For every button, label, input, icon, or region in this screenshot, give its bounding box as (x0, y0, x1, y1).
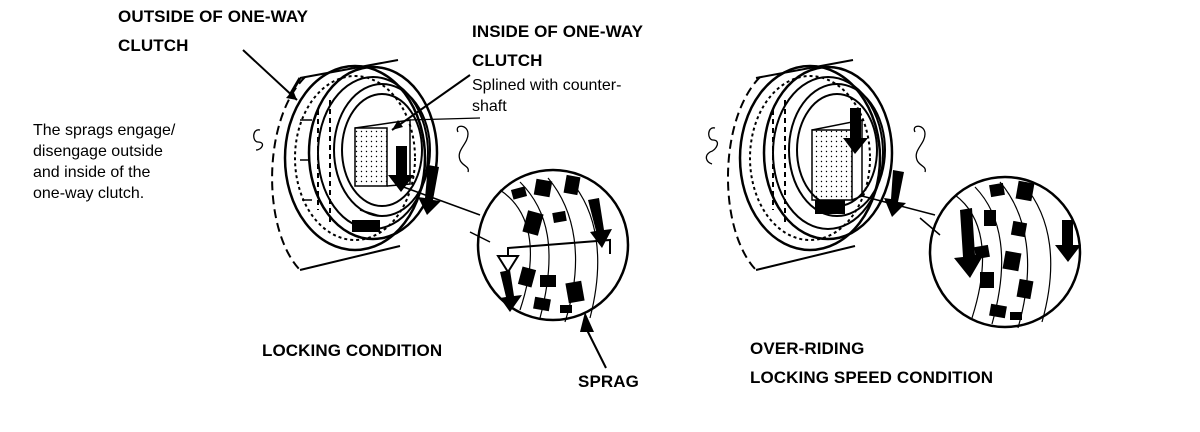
one-way-clutch-overriding (727, 59, 936, 271)
leader-line (586, 329, 607, 369)
label-outside-of-one-way-clutch: OUTSIDE OF ONE-WAY CLUTCH (118, 7, 309, 55)
label-sprags-note: The sprags engage/ disengage outside and… (33, 122, 176, 202)
label-splined-with-countershaft: Splined with counter- shaft (472, 77, 622, 115)
sprag-detail-overriding (928, 175, 1082, 329)
rotation-symbol-icon (705, 127, 719, 165)
leader-line (391, 74, 471, 131)
one-way-clutch-locking (271, 59, 481, 271)
sprag-detail-locking (476, 168, 630, 323)
rotation-arrow-icon (418, 165, 441, 215)
arrowhead-icon (580, 312, 594, 332)
rotation-arrow-icon (843, 108, 868, 154)
rotation-arrow-icon (388, 146, 414, 192)
arrowhead-icon (392, 120, 403, 130)
label-sprag: SPRAG (578, 372, 639, 391)
label-inside-of-one-way-clutch: INSIDE OF ONE-WAY CLUTCH (472, 22, 644, 70)
label-over-riding-condition: OVER-RIDING LOCKING SPEED CONDITION (750, 339, 994, 387)
label-locking-condition: LOCKING CONDITION (262, 341, 443, 360)
rotation-symbol-icon (913, 125, 926, 173)
rotation-symbol-icon (253, 129, 264, 151)
leader-line (242, 49, 298, 101)
rotation-arrow-icon (884, 170, 906, 217)
rotation-symbol-icon (456, 125, 469, 173)
arrowhead-icon (286, 90, 297, 100)
